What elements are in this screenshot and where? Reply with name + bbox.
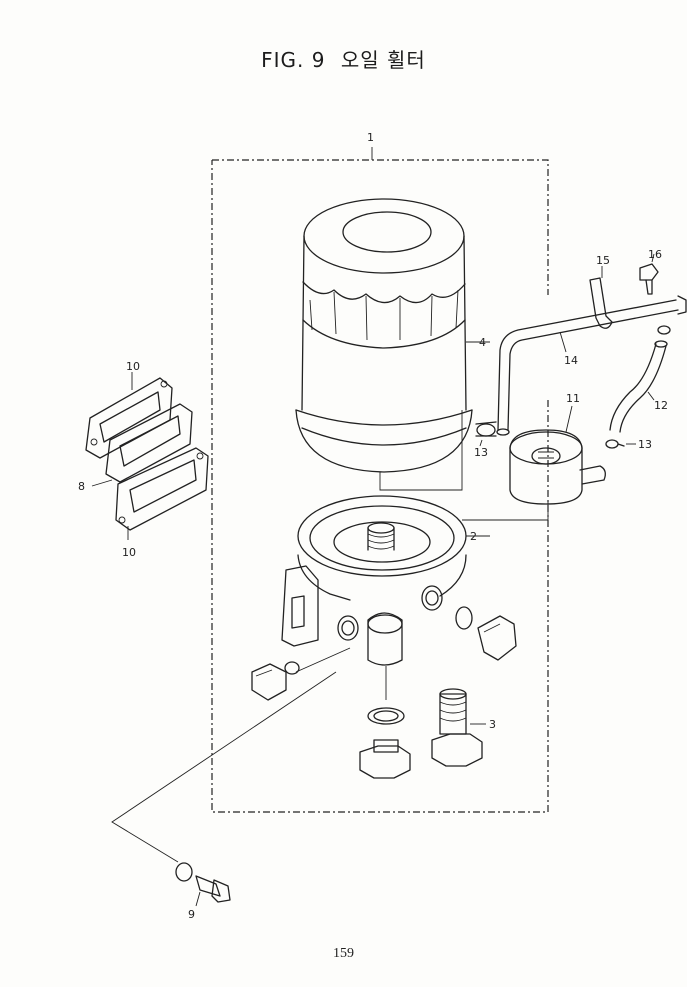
callout-4: 4: [479, 336, 486, 349]
hose-clip-top-right: [657, 295, 687, 335]
callout-16: 16: [648, 248, 662, 261]
callout-11: 11: [566, 392, 580, 405]
callout-8: 8: [78, 480, 85, 493]
hose-clip-13-left: [475, 421, 497, 447]
assembly-boundary: [211, 147, 549, 813]
plug-right: [455, 606, 517, 661]
callout-1: 1: [367, 131, 374, 144]
figure-number: FIG. 9: [261, 48, 326, 72]
pipe-clamp: [589, 266, 613, 329]
gasket-stack: [85, 372, 209, 540]
drain-bolt-center: [359, 666, 411, 779]
oil-pipe: [496, 299, 679, 436]
oil-filter-cartridge: [295, 198, 490, 473]
oil-cooler: [509, 405, 606, 505]
callout-3: 3: [489, 718, 496, 731]
callout-15: 15: [596, 254, 610, 267]
callout-9: 9: [188, 908, 195, 921]
callout-10-bottom: 10: [122, 546, 136, 559]
callout-13-left: 13: [474, 446, 488, 459]
rubber-hose: [609, 340, 668, 433]
callout-12: 12: [654, 399, 668, 412]
bolt-item-16: [639, 253, 659, 295]
leader-item-9: [111, 671, 337, 863]
figure-title: FIG. 9 오일 휠터: [0, 44, 687, 73]
filter-head-base: [281, 410, 549, 666]
callout-13-right: 13: [638, 438, 652, 451]
union-bolt-3: [431, 688, 486, 767]
callout-10-top: 10: [126, 360, 140, 373]
plug-left: [251, 647, 351, 701]
callout-2: 2: [470, 530, 477, 543]
hose-clip-13-right: [605, 439, 636, 449]
figure-korean-title: 오일 휠터: [340, 48, 426, 72]
callout-14: 14: [564, 354, 578, 367]
bolt-item-9: [175, 862, 231, 907]
page-number: 159: [333, 946, 354, 961]
